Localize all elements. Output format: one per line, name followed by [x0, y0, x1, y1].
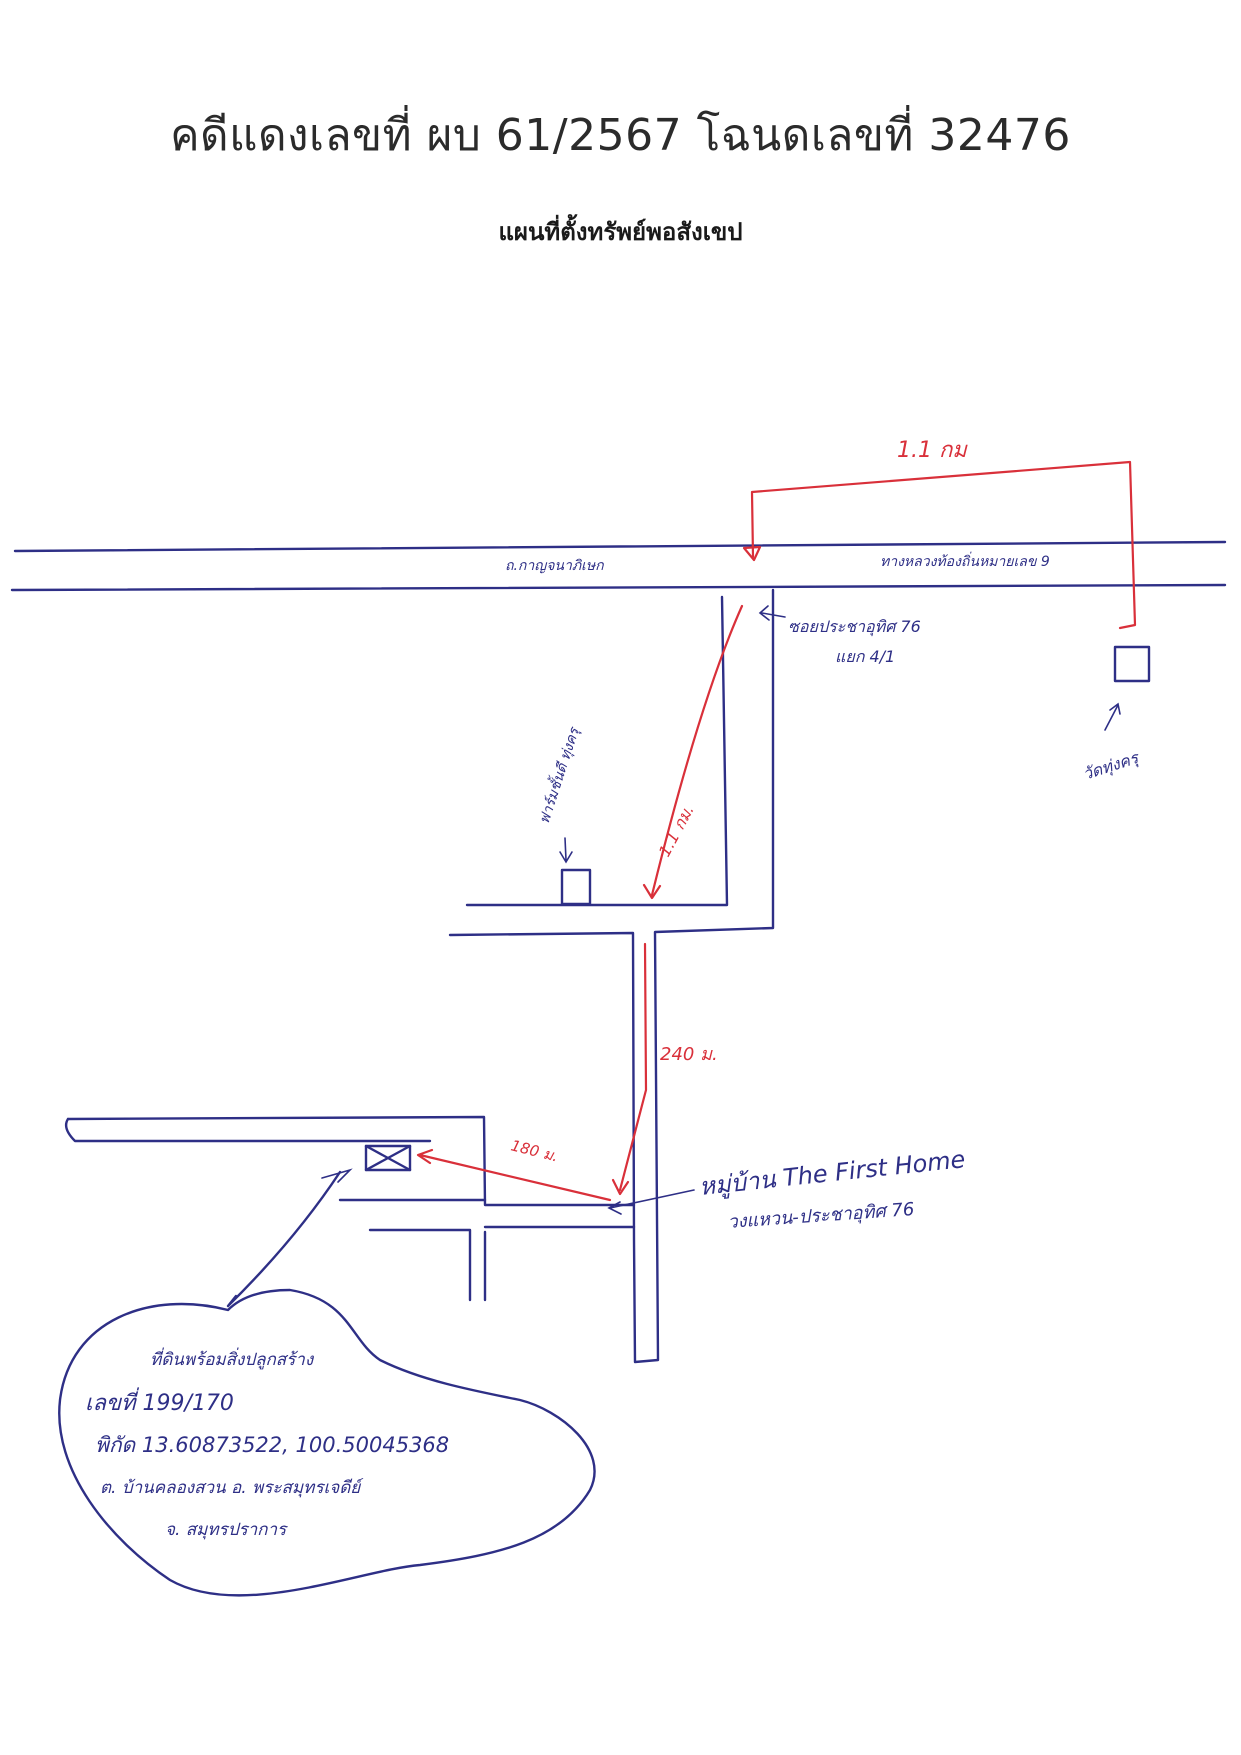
village-label-line2: วงแหวน-ประชาอุทิศ 76	[727, 1199, 915, 1233]
property-line1: ที่ดินพร้อมสิ่งปลูกสร้าง	[150, 1347, 315, 1370]
property-line5: จ. สมุทรปราการ	[165, 1520, 288, 1540]
property-line3: พิกัด 13.60873522, 100.50045368	[95, 1433, 449, 1457]
property-line4: ต. บ้านคลองสวน อ. พระสมุทรเจดีย์	[100, 1478, 364, 1498]
route-to-temple	[750, 460, 1137, 630]
temple-label: วัดทุ่งครุ	[1080, 747, 1143, 784]
soi-label-arrow	[758, 605, 786, 621]
page-title: คดีแดงเลขที่ ผบ 61/2567 โฉนดเลขที่ 32476	[170, 110, 1071, 161]
page-subtitle: แผนที่ตั้งทรัพย์พอสังเขป	[498, 217, 743, 246]
route-soi-arrowhead	[642, 883, 662, 900]
callout-pointer	[226, 1170, 342, 1308]
route-arrowhead	[742, 545, 762, 562]
temple-arrow	[1104, 702, 1121, 731]
distance-soi-label: 1.1 กม.	[655, 802, 698, 860]
distance-property-label: 180 ม.	[509, 1136, 560, 1165]
village-label-arrow	[607, 1189, 695, 1215]
callout-pointer-head	[321, 1168, 353, 1183]
distance-lane-label: 240 ม.	[660, 1044, 718, 1065]
main-road	[10, 540, 1227, 592]
property-marker	[364, 1144, 412, 1172]
temple-marker	[1113, 645, 1151, 683]
property-callout	[58, 1288, 596, 1597]
landmark-marker	[560, 868, 592, 906]
landmark-arrow	[559, 837, 573, 864]
property-line2: เลขที่ 199/170	[85, 1387, 234, 1416]
village-streets	[64, 1115, 636, 1302]
soi-label-line1: ซอยประชาอุทิศ 76	[788, 617, 921, 637]
route-lane	[618, 942, 648, 1192]
main-road-left-label: ถ.กาญจนาภิเษก	[505, 558, 605, 574]
village-label-line1: หมู่บ้าน The First Home	[698, 1145, 967, 1202]
landmark-label: ฟาร์มชั้นดี ทุ่งครุ	[534, 724, 583, 826]
route-soi	[650, 604, 744, 897]
distance-top-label: 1.1 กม	[897, 438, 968, 463]
main-road-right-label: ทางหลวงท้องถิ่นหมายเลข 9	[880, 551, 1050, 570]
route-lane-arrowhead	[611, 1178, 630, 1196]
soi-label-line2: แยก 4/1	[835, 647, 895, 666]
route-property	[416, 1148, 612, 1202]
soi-road	[448, 588, 775, 1364]
